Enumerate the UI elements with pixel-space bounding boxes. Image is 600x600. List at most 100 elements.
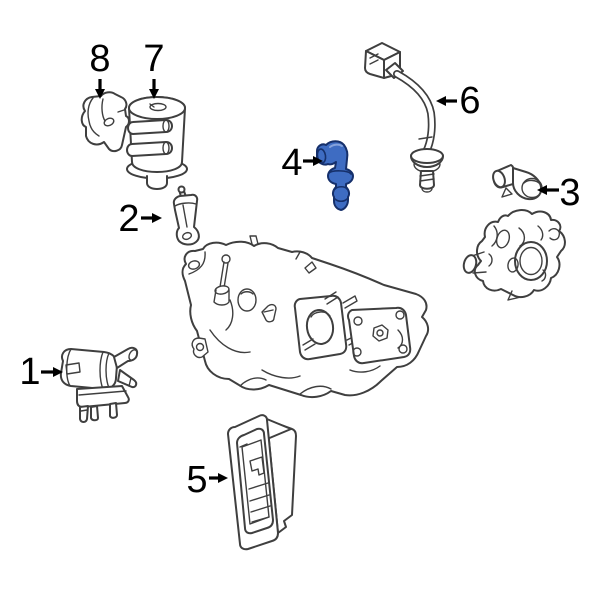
callout-5[interactable]: 5 bbox=[186, 459, 228, 501]
canister-nipple bbox=[146, 175, 168, 190]
callout-7-number: 7 bbox=[143, 38, 164, 80]
distributor-squiggles bbox=[488, 225, 547, 282]
part-canister[interactable] bbox=[126, 96, 188, 190]
callout-1-number: 1 bbox=[19, 351, 40, 393]
valve-stem-knob bbox=[177, 185, 186, 194]
sensor-cable-inner bbox=[394, 71, 435, 155]
sensor-thread-lines bbox=[419, 173, 435, 182]
callout-5-arrowhead-icon bbox=[218, 473, 228, 483]
cable-sleeve-junction bbox=[418, 136, 433, 140]
part-solenoid-valve[interactable] bbox=[59, 346, 139, 423]
callout-5-number: 5 bbox=[186, 459, 207, 501]
callout-1[interactable]: 1 bbox=[19, 351, 63, 393]
canister-top-rim bbox=[128, 96, 186, 120]
callout-2-arrowhead-icon bbox=[152, 213, 162, 223]
sensor3-fin bbox=[501, 187, 513, 198]
cover-recess-outer bbox=[236, 427, 274, 535]
distributor-port-cap bbox=[462, 254, 478, 274]
distributor-face-outer bbox=[514, 241, 548, 281]
callout-6-arrowhead-icon bbox=[436, 96, 446, 106]
bracket-crease bbox=[101, 98, 106, 122]
callout-6[interactable]: 6 bbox=[436, 80, 481, 122]
canister-top-tick bbox=[149, 103, 155, 108]
callout-4-arrowhead-icon bbox=[313, 156, 323, 166]
solenoid-bracket bbox=[76, 385, 130, 408]
solenoid-bracket-line bbox=[78, 390, 127, 396]
sensor3-boss-arc bbox=[523, 179, 541, 185]
callout-3[interactable]: 3 bbox=[537, 172, 581, 214]
callout-1-arrowhead-icon bbox=[53, 367, 63, 377]
manifold-boss-arc bbox=[240, 291, 254, 295]
manifold-dipstick-base bbox=[213, 289, 230, 306]
callout-3-arrowhead-icon bbox=[537, 185, 547, 195]
solenoid-rings bbox=[99, 351, 110, 390]
distributor-tab bbox=[507, 290, 522, 301]
manifold-boss bbox=[237, 288, 257, 312]
cover-clip bbox=[249, 456, 265, 476]
connector-slot-lines bbox=[369, 53, 379, 65]
callout-7[interactable]: 7 bbox=[143, 38, 165, 99]
solenoid-nipple bbox=[79, 405, 89, 423]
distributor-outline bbox=[473, 209, 566, 299]
callout-6-number: 6 bbox=[459, 80, 480, 122]
solenoid-nipple-line bbox=[80, 409, 88, 412]
callout-8[interactable]: 8 bbox=[89, 38, 111, 99]
sensor-flange bbox=[410, 148, 444, 164]
canister-rib-2-end bbox=[162, 141, 170, 155]
callout-7-arrowhead-icon bbox=[149, 89, 159, 99]
canister-top-port bbox=[149, 102, 167, 112]
manifold-bracket-hex-hole bbox=[376, 329, 384, 337]
manifold-flange-opening bbox=[305, 309, 335, 345]
callout-3-number: 3 bbox=[559, 172, 580, 214]
elbow-bulge-line bbox=[334, 185, 348, 190]
solenoid-pin-1 bbox=[90, 405, 99, 422]
manifold-dipstick-shaft bbox=[219, 261, 229, 289]
part-intake-manifold[interactable] bbox=[181, 235, 430, 399]
manifold-flange-arc bbox=[310, 311, 331, 318]
manifold-bracket-hole-4 bbox=[352, 347, 362, 357]
part-small-valve[interactable] bbox=[172, 185, 200, 246]
elbow-highlight bbox=[329, 143, 343, 148]
manifold-nub bbox=[261, 303, 277, 323]
part-highlighted-elbow-valve[interactable] bbox=[316, 140, 354, 211]
solenoid-cone-port bbox=[117, 369, 138, 389]
manifold-bracket-hex bbox=[372, 324, 389, 342]
elbow-tip-line bbox=[334, 198, 348, 203]
manifold-dipstick-handle bbox=[221, 254, 231, 264]
part-cover[interactable] bbox=[227, 414, 297, 551]
sensor-flange-skirt bbox=[410, 155, 444, 168]
cover-slats bbox=[239, 443, 271, 523]
callout-8-number: 8 bbox=[89, 38, 110, 80]
manifold-ear-hole bbox=[187, 260, 201, 270]
callout-8-arrowhead-icon bbox=[95, 89, 105, 99]
manifold-ear-crease bbox=[188, 251, 206, 275]
callout-4[interactable]: 4 bbox=[281, 142, 323, 184]
sensor3-boss bbox=[512, 167, 543, 201]
manifold-bracket-hole-1 bbox=[353, 316, 363, 326]
solenoid-face-slot bbox=[65, 362, 81, 375]
solenoid-cone-line bbox=[128, 377, 132, 387]
bracket-flap-crease bbox=[87, 97, 100, 137]
valve-shoulder-line bbox=[174, 202, 197, 207]
callout-2[interactable]: 2 bbox=[118, 198, 162, 240]
manifold-nub-line bbox=[263, 309, 274, 313]
bracket-hole bbox=[103, 117, 115, 127]
canister-rib-1-end bbox=[162, 119, 170, 133]
callout-4-number: 4 bbox=[281, 142, 302, 184]
part-distributor[interactable] bbox=[462, 209, 566, 301]
cover-side-face bbox=[266, 419, 297, 534]
distributor-ear bbox=[548, 228, 561, 241]
manifold-foot-ear bbox=[191, 337, 209, 359]
distributor-oval-2 bbox=[507, 257, 519, 273]
callout-2-number: 2 bbox=[118, 198, 139, 240]
solenoid-stub-cap bbox=[128, 349, 138, 361]
distributor-face-inner bbox=[519, 246, 543, 276]
valve-crease bbox=[182, 204, 188, 228]
part-bracket[interactable] bbox=[80, 91, 130, 153]
part-oxygen-sensor[interactable] bbox=[364, 42, 444, 193]
manifold-flow-lines bbox=[209, 299, 404, 395]
part-small-sensor[interactable] bbox=[491, 164, 543, 201]
manifold-foot-ear-hole bbox=[195, 342, 205, 352]
manifold-bracket-hole-2 bbox=[395, 310, 405, 320]
